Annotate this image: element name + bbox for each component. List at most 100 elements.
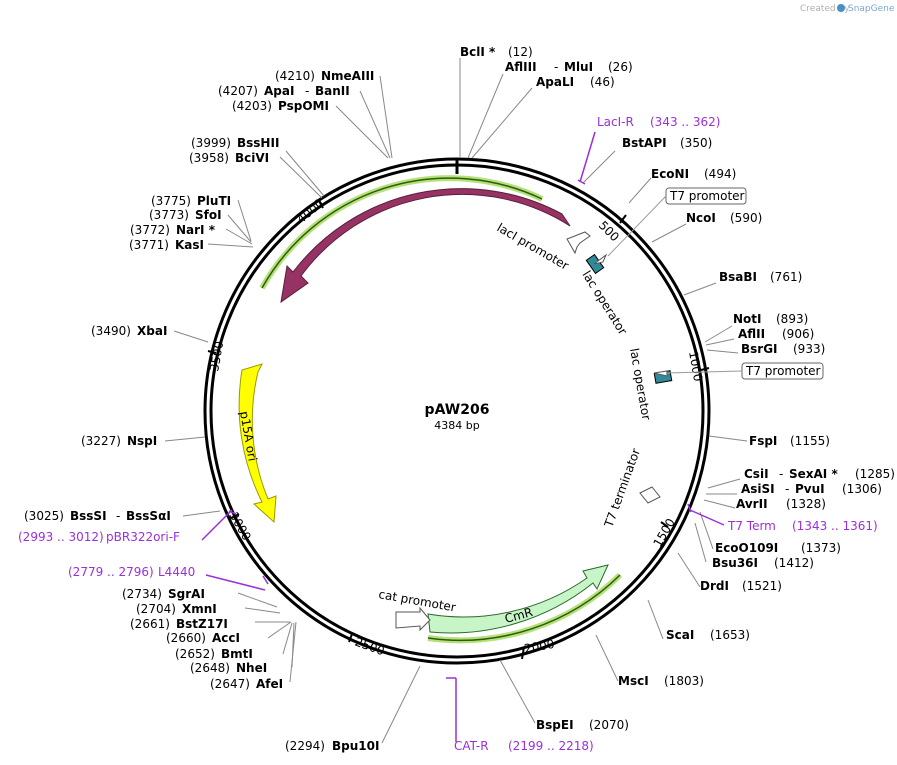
site-avrii-name[interactable]: AvrII [736,497,768,511]
site-bsssi-name[interactable]: BssSI [70,509,107,523]
site-nmeaiii-pos: (4210) [275,69,315,83]
site-sgrai-pos: (2734) [122,587,162,601]
site-nspi-name[interactable]: NspI [127,434,157,448]
site-ncoi-name[interactable]: NcoI [686,211,716,225]
site-pluti-pos: (3775) [151,194,191,208]
site-nhei-name[interactable]: NheI [236,661,267,675]
primer-cat-r-name[interactable]: CAT-R [454,739,489,753]
site-nari-name[interactable]: NarI * [176,223,216,237]
site-msci-name[interactable]: MscI [618,674,649,688]
site-asisi-name[interactable]: AsiSI [741,482,775,496]
site-bsabi-name[interactable]: BsaBI [719,270,757,284]
site-bsshii-name[interactable]: BssHII [237,136,279,150]
primer-t7-term-name[interactable]: T7 Term [727,519,776,533]
site-sfoi-name[interactable]: SfoI [195,208,222,222]
site-xmni-name[interactable]: XmnI [182,602,217,616]
site-pspomi-name[interactable]: PspOMI [278,99,329,113]
site-nari-pos: (3772) [130,223,170,237]
site-bstz17i-pos: (2661) [130,617,170,631]
site-bcli-name[interactable]: BclI * [460,45,496,59]
site-csii-pos: (1285) [855,467,895,481]
site-csii-sep: - [779,467,783,481]
tick-label-1000: 1000 [686,350,705,383]
primer-l4440-name[interactable]: L4440 [158,565,195,579]
laci-promoter-arrow [566,231,591,255]
t7-terminator-label: T7 terminator [601,447,643,530]
site-nspi-pos: (3227) [81,434,121,448]
site-ecoo109i-name[interactable]: EcoO109I [715,541,778,555]
laci-promoter-label: lacI promoter [495,220,572,272]
site-fspi-pos: (1155) [790,434,830,448]
site-bmti-pos: (2652) [175,647,215,661]
site-bmti-name[interactable]: BmtI [221,647,253,661]
site-asisi-sep: - [785,482,789,496]
site-aflii-pos: (906) [782,327,814,341]
primer-pbr322ori-f-range: (2993 .. 3012) [18,530,104,544]
site-xmni-pos: (2704) [136,602,176,616]
snapgene-brand: SnapGene [848,4,895,14]
site-sfoi-pos: (3773) [149,208,189,222]
site-mlui-name[interactable]: MluI [564,60,593,74]
lac-operator-2-label: lac operator [627,347,653,421]
tick-label-3000: 3000 [226,510,253,543]
site-bsu36i-name[interactable]: Bsu36I [712,556,758,570]
primer-pbr322ori-f-name[interactable]: pBR322ori-F [106,530,180,544]
site-apali-name[interactable]: ApaLI [536,75,574,89]
created-by-label: Created by [800,4,850,14]
site-bsssi-pos: (3025) [24,509,64,523]
t7-promoter-1-label: T7 promoter [669,189,745,203]
site-kasi-pos: (3771) [129,238,169,252]
site-csii-name[interactable]: CsiI [744,467,769,481]
site-scai-name[interactable]: ScaI [666,628,694,642]
site-bspei-name[interactable]: BspEI [536,718,574,732]
site-afei-name[interactable]: AfeI [256,677,283,691]
site-bsrgi-name[interactable]: BsrGI [741,342,778,356]
site-bsrgi-pos: (933) [793,342,825,356]
site-kasi-name[interactable]: KasI [175,238,204,252]
site-pvui-name[interactable]: PvuI [795,482,825,496]
site-sgrai-name[interactable]: SgrAI [168,587,205,601]
site-nmeaiii-name[interactable]: NmeAIII [321,69,374,83]
tick-label-2000: 2000 [523,637,556,656]
t7-promoter-2-leader [665,370,743,374]
lac-operator-1-label: lac operator [579,268,629,337]
site-scai-pos: (1653) [710,628,750,642]
site-bsssai-name[interactable]: BssSαI [126,509,171,523]
site-pspomi-pos: (4203) [232,99,272,113]
primer-cat-r-range: (2199 .. 2218) [508,739,594,753]
site-bstz17i-name[interactable]: BstZ17I [176,617,228,631]
t7-promoter-1-leader [607,195,667,257]
site-fspi-name[interactable]: FspI [749,434,777,448]
site-pluti-name[interactable]: PluTI [197,194,231,208]
site-acci-name[interactable]: AccI [212,631,240,645]
primer-laci-r-name[interactable]: LacI-R [597,115,634,129]
plasmid-length: 4384 bp [434,419,479,432]
cat-promoter-arrow [395,606,431,632]
site-xbai-name[interactable]: XbaI [137,324,167,338]
site-apai-sep: - [305,84,309,98]
laci-label: lacI [402,198,426,217]
leader-lines [164,58,748,744]
site-avrii-pos: (1328) [786,497,826,511]
site-nhei-pos: (2648) [190,661,230,675]
site-drdi-name[interactable]: DrdI [700,579,729,593]
site-afliii-name[interactable]: AflIII [505,60,537,74]
site-ecoo109i-pos: (1373) [801,541,841,555]
tick-label-2500: 2500 [353,635,386,659]
site-bstapi-name[interactable]: BstAPI [622,136,667,150]
site-apai-name[interactable]: ApaI [264,84,294,98]
site-noti-name[interactable]: NotI [733,312,762,326]
site-bpu10i-name[interactable]: Bpu10I [332,739,379,753]
site-banii-name[interactable]: BanII [315,84,350,98]
site-aflii-name[interactable]: AflII [738,327,765,341]
t7-promoter-1-arrow [593,253,608,265]
site-ncoi-pos: (590) [730,211,762,225]
restriction-sites: BclI * (12) AflIII - MluI (26) ApaLI (46… [24,45,895,753]
site-afliii-sep: - [554,60,558,74]
site-bcivi-name[interactable]: BciVI [235,151,269,165]
cmr-outline [427,574,621,642]
site-xbai-pos: (3490) [91,324,131,338]
site-sexai-name[interactable]: SexAI * [789,467,838,481]
site-econi-name[interactable]: EcoNI [651,167,689,181]
